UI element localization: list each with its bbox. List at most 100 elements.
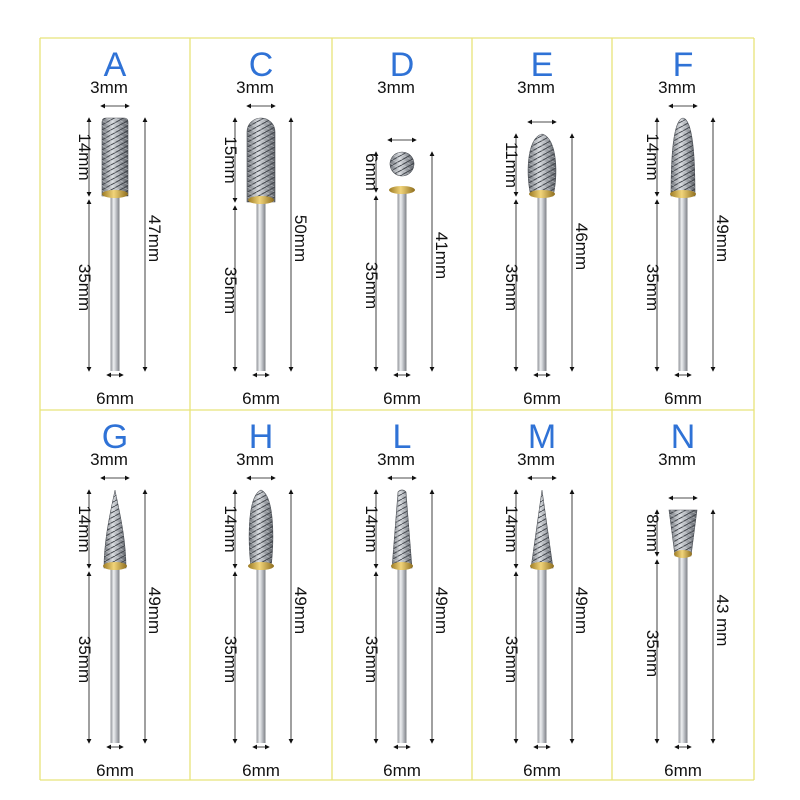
braze-joint [670,190,696,198]
shank-length-label: 35mm [643,630,662,677]
head-width-label: 3mm [236,450,274,469]
bit-shank [678,194,688,371]
head-length-label: 15mm [221,136,240,183]
bit-head-tree-round-icon [670,117,696,197]
braze-joint [674,550,692,558]
head-width-label: 3mm [90,450,128,469]
head-width-label: 3mm [658,450,696,469]
braze-joint [391,562,413,570]
bit-letter: F [673,46,694,84]
shank-length-label: 35mm [75,636,94,683]
total-length-label: 49mm [713,215,732,262]
bit-letter: L [393,418,412,456]
bit-letter: H [249,418,274,456]
bit-letter: C [249,46,274,84]
bit-shank [397,190,407,371]
bit-letter: G [102,418,128,456]
total-length-label: 43 mm [713,595,732,647]
head-width-label: 3mm [90,78,128,97]
shank-length-label: 35mm [221,636,240,683]
head-length-label: 11mm [502,142,521,188]
head-length-label: 14mm [221,505,240,552]
braze-joint [103,562,127,570]
bit-letter: N [671,418,696,456]
grid-lines [39,37,755,781]
bit-shank [397,566,407,743]
flute-pattern [669,510,697,556]
shank-diameter-label: 6mm [664,389,702,408]
bit-shank [678,554,688,743]
head-length-label: 14mm [75,133,94,180]
braze-joint [248,562,274,570]
total-length-label: 46mm [572,223,591,270]
total-length-label: 49mm [432,587,451,634]
bit-head-cylinder-icon [101,117,129,197]
bit-shank [110,194,120,371]
head-width-label: 3mm [517,78,555,97]
flute-pattern [102,118,128,196]
bit-head-flame-icon [248,489,274,569]
bit-shank [537,194,547,371]
flute-pattern [247,118,275,202]
total-length-label: 47mm [145,215,164,262]
bit-letter: E [531,46,554,84]
total-length-label: 41mm [432,232,451,279]
bit-letter: M [528,418,556,456]
braze-joint [248,196,274,204]
head-width-label: 3mm [658,78,696,97]
head-width-label: 3mm [236,78,274,97]
total-length-label: 49mm [572,587,591,634]
shank-length-label: 35mm [75,264,94,311]
head-width-label: 3mm [517,450,555,469]
bit-shank [256,200,266,371]
shank-length-label: 35mm [643,264,662,311]
head-length-label: 14mm [362,505,381,552]
bit-letter: A [104,46,127,84]
flute-pattern [531,490,553,568]
braze-joint [102,190,128,198]
bit-shank [537,566,547,743]
bit-letter: D [390,46,415,84]
bit-shank [256,566,266,743]
flute-pattern [104,490,126,568]
head-width-label: 3mm [377,450,415,469]
shank-length-label: 35mm [502,636,521,683]
braze-joint [389,186,415,194]
shank-diameter-label: 6mm [242,389,280,408]
head-length-label: 6mm [362,153,381,191]
head-length-label: 14mm [643,133,662,180]
head-length-label: 14mm [75,505,94,552]
shank-diameter-label: 6mm [523,389,561,408]
braze-joint [530,562,554,570]
flute-pattern [392,490,412,568]
shank-diameter-label: 6mm [96,389,134,408]
shank-diameter-label: 6mm [242,761,280,780]
flute-pattern [389,152,414,177]
shank-length-label: 35mm [362,636,381,683]
shank-diameter-label: 6mm [523,761,561,780]
shank-diameter-label: 6mm [383,389,421,408]
shank-length-label: 35mm [502,264,521,311]
total-length-label: 49mm [145,587,164,634]
bit-cells: A3mm14mm35mm47mm6mmC3mm15mm35mm50mm6mmD3… [75,46,732,780]
shank-length-label: 35mm [362,262,381,309]
total-length-label: 50mm [291,215,310,262]
braze-joint [529,190,555,198]
head-width-label: 3mm [377,78,415,97]
head-length-label: 8mm [643,514,662,552]
total-length-label: 49mm [291,587,310,634]
shank-diameter-label: 6mm [664,761,702,780]
shank-diameter-label: 6mm [383,761,421,780]
bit-shank [110,566,120,743]
